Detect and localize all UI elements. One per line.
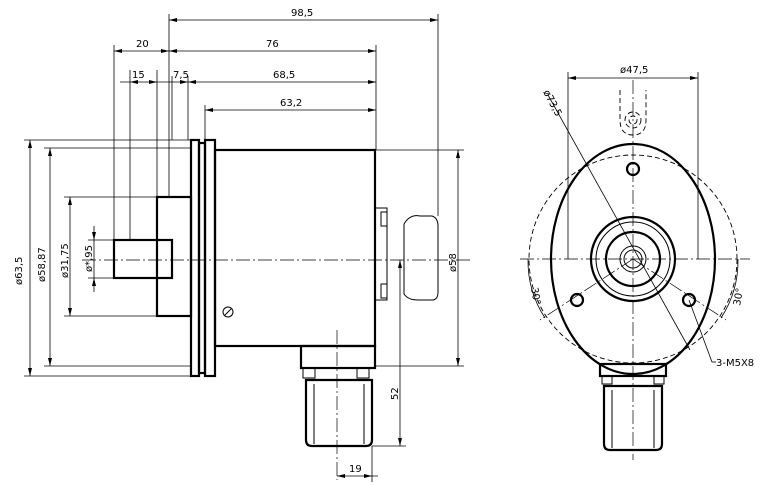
dim-dia-63-5: ø63,5 (14, 257, 25, 285)
dim-dia-58: ø58 (448, 253, 459, 272)
mounting-hole-top (625, 161, 641, 177)
dim-shaft-15: 15 (132, 70, 145, 81)
bottom-connector (304, 378, 374, 448)
front-shaft (619, 245, 647, 273)
flange (189, 138, 201, 378)
front-housing (549, 142, 717, 376)
dim-body-63-2: 63,2 (280, 98, 302, 109)
front-ring-outer (589, 215, 677, 303)
dim-body-76: 76 (266, 39, 279, 50)
angle-arc-left (527, 258, 546, 319)
dim-connector-19: 19 (349, 464, 362, 475)
angle-arc-right (720, 258, 739, 319)
dim-dia-31-75: ø31,75 (60, 243, 71, 278)
dim-dia-73-5: ø73,5 (540, 88, 563, 118)
rear-connector-base (374, 207, 388, 301)
dim-overall-length: 98,5 (291, 8, 313, 19)
dim-flange-7-5: 7,5 (173, 70, 189, 81)
front-connector (602, 384, 664, 452)
front-ring-mid (595, 221, 671, 297)
ground-screw-icon (222, 306, 234, 318)
side-view: 98,5 20 76 15 7,5 68,5 63,2 ø63,5 ø58, (14, 8, 470, 482)
dim-connector-52: 52 (390, 387, 401, 400)
encoder-body (213, 148, 377, 348)
front-ring-inner (604, 230, 662, 288)
flange-collar (203, 138, 217, 378)
top-keyway (619, 90, 647, 136)
dim-dia-58-87: ø58,87 (37, 247, 48, 282)
dim-body-68-5: 68,5 (273, 70, 295, 81)
dim-dia-47-5: ø47,5 (620, 65, 648, 76)
angle-left: 30° (528, 287, 542, 306)
dim-dia-shaft: ø*,95 (84, 245, 95, 272)
shaft-hub (155, 195, 193, 318)
front-connector-nut (598, 362, 668, 378)
shaft (112, 238, 174, 280)
front-view: ø47,5 ø73,5 30° 30° 3-M5X8 (520, 65, 754, 460)
bottom-connector-housing (299, 344, 377, 370)
thread-callout: 3-M5X8 (716, 358, 754, 369)
rear-connector (403, 215, 439, 301)
angle-right: 30° (732, 287, 746, 306)
dim-shaft-20: 20 (136, 39, 149, 50)
